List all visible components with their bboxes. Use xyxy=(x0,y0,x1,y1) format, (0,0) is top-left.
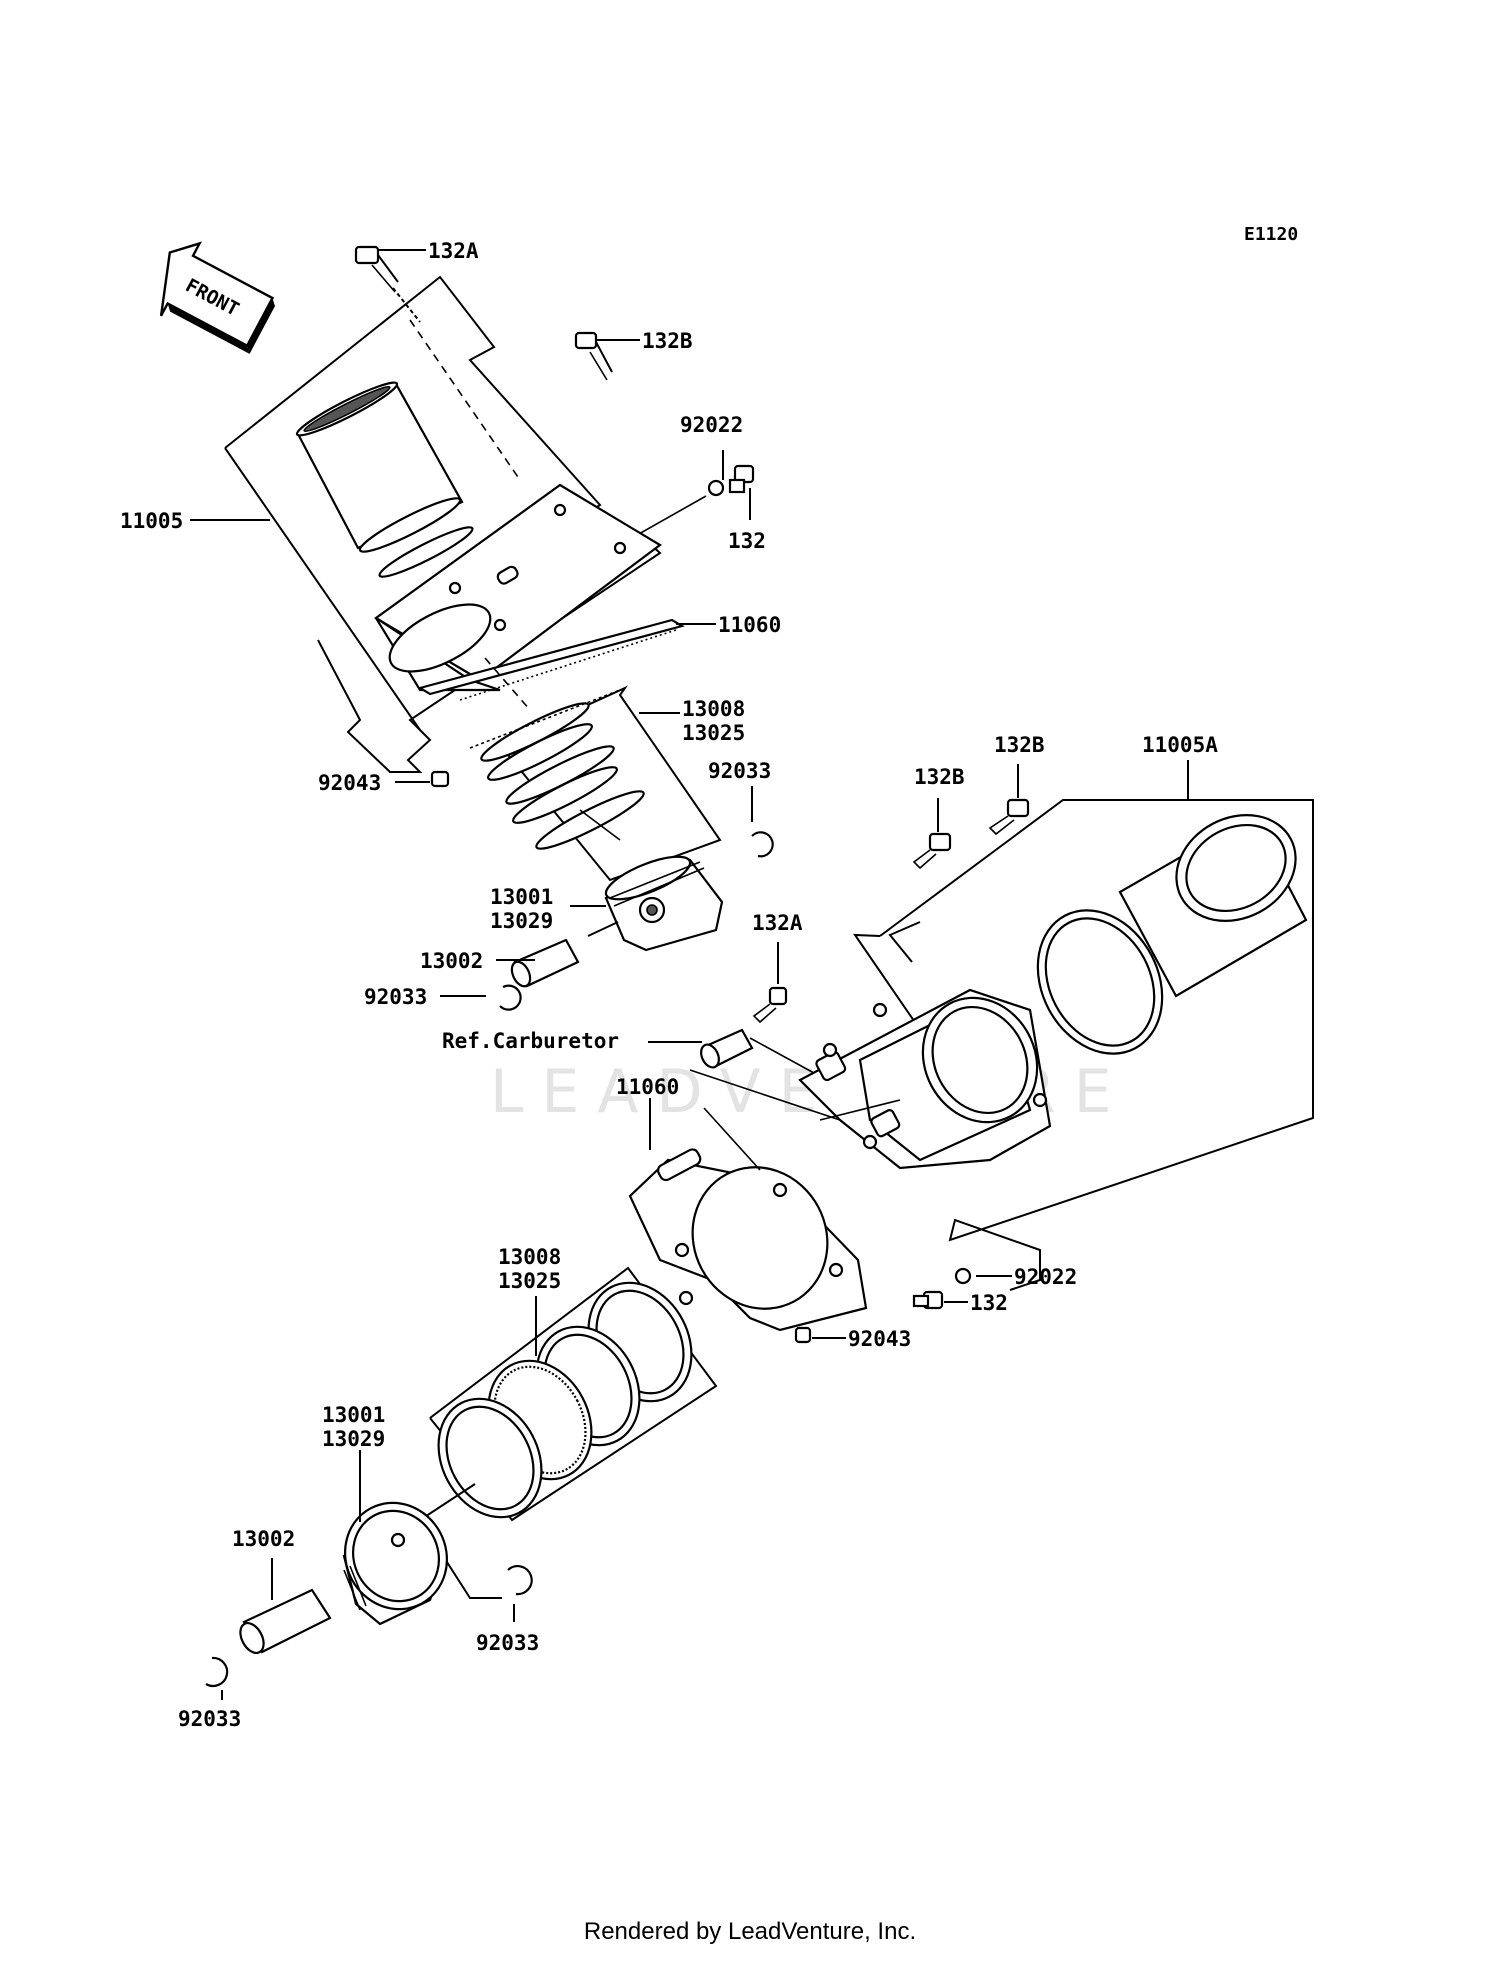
callout-bottom-92033-left[interactable]: 92033 xyxy=(178,1707,241,1731)
rings-13008-bottom-icon xyxy=(437,1281,693,1519)
top-assembly: 132A 132B 92022 132 11005 xyxy=(120,239,901,1131)
circlip-92033-top-right-icon xyxy=(751,831,774,858)
callout-bottom-13001[interactable]: 13001 xyxy=(322,1403,385,1427)
callout-bottom-92022[interactable]: 92022 xyxy=(1014,1265,1077,1289)
circlip-92033-bottom-right-icon xyxy=(507,1565,533,1596)
callout-top-11005[interactable]: 11005 xyxy=(120,509,183,533)
callout-top-92033-left[interactable]: 92033 xyxy=(364,985,427,1009)
circlip-92033-top-left-icon xyxy=(499,984,522,1011)
cylinder-block-bottom-icon xyxy=(798,988,1052,1170)
callout-bottom-13008[interactable]: 13008 xyxy=(498,1245,561,1269)
cylinder-block-top-icon xyxy=(374,483,662,692)
cylinder-11005a-frame xyxy=(879,799,1314,1291)
gasket-11060-top-icon xyxy=(417,618,685,701)
callout-top-132a[interactable]: 132A xyxy=(428,239,479,263)
callout-top-92033-right[interactable]: 92033 xyxy=(708,759,771,783)
callout-top-92022[interactable]: 92022 xyxy=(680,413,743,437)
bolt-132b-right-icon xyxy=(988,798,1030,836)
bolt-132a-icon xyxy=(354,245,421,323)
dowel-92043-bottom-icon xyxy=(794,1326,812,1344)
piston-bottom-icon xyxy=(342,1501,449,1626)
callout-bottom-132[interactable]: 132 xyxy=(970,1291,1008,1315)
footer-credit: Rendered by LeadVenture, Inc. xyxy=(583,1918,917,1945)
callout-top-13002[interactable]: 13002 xyxy=(420,949,483,973)
callout-top-13025[interactable]: 13025 xyxy=(682,721,745,745)
piston-top-icon xyxy=(604,855,724,952)
callout-top-92043[interactable]: 92043 xyxy=(318,771,381,795)
callout-bottom-13002[interactable]: 13002 xyxy=(232,1527,295,1551)
callout-bottom-11005a[interactable]: 11005A xyxy=(1142,733,1218,757)
callout-top-13029[interactable]: 13029 xyxy=(490,909,553,933)
callout-bottom-13025[interactable]: 13025 xyxy=(498,1269,561,1293)
bolt-132a-bottom-icon xyxy=(752,986,788,1024)
callout-top-132[interactable]: 132 xyxy=(728,529,766,553)
callout-top-132b[interactable]: 132B xyxy=(642,329,693,353)
callout-ref-carburetor[interactable]: Ref.Carburetor xyxy=(442,1029,619,1053)
rings-13008-top-icon xyxy=(480,685,722,882)
bolt-132-icon xyxy=(728,464,755,494)
callout-bottom-11060[interactable]: 11060 xyxy=(616,1075,679,1099)
piston-pin-bottom-icon xyxy=(239,1588,332,1654)
callout-bottom-132a[interactable]: 132A xyxy=(752,911,803,935)
callout-bottom-13029[interactable]: 13029 xyxy=(322,1427,385,1451)
bottom-assembly: 132B 132B 11005A 132A xyxy=(178,733,1314,1731)
dowel-92043-top-icon xyxy=(430,770,450,788)
piston-pin-top-icon xyxy=(510,938,580,988)
diagram-code: E1120 xyxy=(1244,224,1298,245)
washer-92022-icon xyxy=(707,479,725,497)
callout-top-13008[interactable]: 13008 xyxy=(682,697,745,721)
bolt-132-bottom-icon xyxy=(912,1290,944,1310)
callout-bottom-92043[interactable]: 92043 xyxy=(848,1327,911,1351)
washer-92022-bottom-icon xyxy=(954,1267,972,1285)
gasket-11060-bottom-icon xyxy=(628,1148,868,1332)
cylinder-liner-bottom-icon xyxy=(1036,814,1308,1055)
callout-bottom-132b-right[interactable]: 132B xyxy=(994,733,1045,757)
callout-bottom-92033-right[interactable]: 92033 xyxy=(476,1631,539,1655)
carburetor-joint-icon xyxy=(700,1028,754,1069)
front-arrow-icon: FRONT xyxy=(159,241,275,354)
callout-top-13001[interactable]: 13001 xyxy=(490,885,553,909)
callout-top-11060[interactable]: 11060 xyxy=(718,613,781,637)
bolt-132b-left-icon xyxy=(912,832,952,870)
callout-bottom-132b-left[interactable]: 132B xyxy=(914,765,965,789)
circlip-92033-bottom-left-icon xyxy=(205,1656,229,1687)
cylinder-liner-top-icon xyxy=(295,381,474,578)
